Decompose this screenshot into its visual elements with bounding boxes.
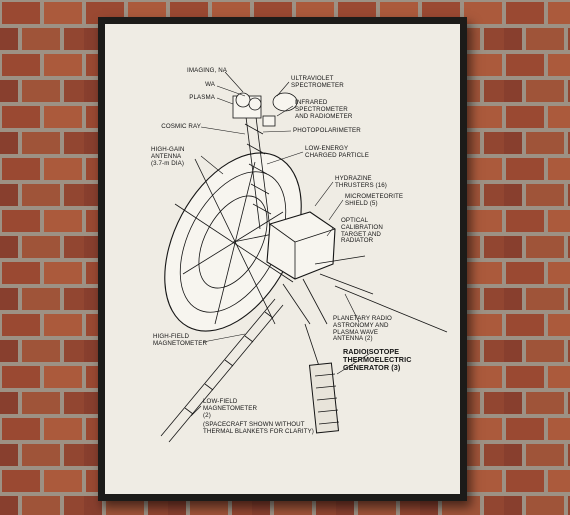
spacecraft-bus <box>266 211 374 325</box>
label-high-gain-antenna: HIGH-GAIN ANTENNA (3.7-m DIA) <box>151 146 185 167</box>
label-planetary-radio-antenna: PLANETARY RADIO ASTRONOMY AND PLASMA WAV… <box>333 315 392 343</box>
label-wa: WA <box>205 81 215 88</box>
label-plasma: PLASMA <box>189 94 215 101</box>
poster-paper: IMAGING, NA WA PLASMA COSMIC RAY HIGH-GA… <box>105 24 460 494</box>
rtg-assembly <box>304 323 340 434</box>
label-low-field-magnetometer: LOW-FIELD MAGNETOMETER (2) <box>203 398 258 419</box>
planetary-radio-antenna <box>334 285 448 333</box>
callout-lines <box>190 71 370 417</box>
label-micrometeorite-shield: MICROMETEORITE SHIELD (5) <box>345 193 404 207</box>
magnetometer-boom <box>160 298 284 443</box>
picture-frame: IMAGING, NA WA PLASMA COSMIC RAY HIGH-GA… <box>98 17 467 501</box>
label-photopolarimeter: PHOTOPOLARIMETER <box>293 127 361 134</box>
label-rtg: RADIOISOTOPE THERMOELECTRIC GENERATOR (3… <box>343 347 412 372</box>
label-hydrazine-thrusters: HYDRAZINE THRUSTERS (16) <box>335 175 387 189</box>
label-imaging-na: IMAGING, NA <box>187 67 227 74</box>
caption-thermal-blankets: (SPACECRAFT SHOWN WITHOUT THERMAL BLANKE… <box>203 421 314 435</box>
label-low-energy-charged-particle: LOW-ENERGY CHARGED PARTICLE <box>305 145 369 159</box>
label-ir-spectrometer: INFRARED SPECTROMETER AND RADIOMETER <box>295 99 353 120</box>
label-optical-calibration: OPTICAL CALIBRATION TARGET AND RADIATOR <box>341 217 383 245</box>
instrument-boom <box>232 92 298 230</box>
label-uv-spectrometer: ULTRAVIOLET SPECTROMETER <box>291 75 344 89</box>
voyager-spacecraft-illustration <box>160 71 448 443</box>
label-high-field-magnetometer: HIGH-FIELD MAGNETOMETER <box>153 333 208 347</box>
label-cosmic-ray: COSMIC RAY <box>161 123 201 130</box>
